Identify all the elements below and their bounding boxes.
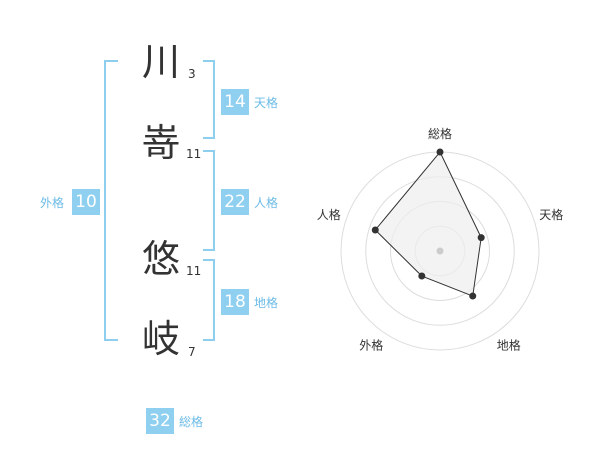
gaikaku-value: 10 [72, 189, 100, 215]
name-char-4: 岐 [142, 317, 181, 361]
radar-axis-label: 外格 [359, 338, 383, 353]
gaikaku-label: 外格 [40, 196, 65, 210]
radar-center [436, 247, 444, 255]
radar-point-4 [418, 272, 426, 280]
radar-point-3 [469, 292, 477, 300]
radar-point-1 [436, 148, 444, 156]
radar-axis-label: 人格 [317, 207, 341, 222]
radar-point-2 [477, 234, 485, 242]
stroke-count-3: 11 [186, 264, 202, 278]
soukaku-value: 32 [146, 408, 174, 434]
soukaku-label: 総格 [179, 415, 204, 429]
radar-polygon [374, 151, 482, 297]
stroke-count-4: 7 [188, 345, 196, 359]
radar-axis-label: 総格 [428, 126, 452, 141]
name-char-3: 悠 [142, 237, 181, 281]
stroke-count-2: 11 [186, 147, 202, 161]
jinkaku-value: 22 [221, 189, 249, 215]
radar-axis-label: 地格 [497, 338, 521, 353]
chikaku-label: 地格 [254, 296, 279, 310]
chikaku-bracket [203, 259, 215, 341]
gaikaku-bracket [104, 60, 118, 341]
jinkaku-bracket [203, 150, 215, 251]
stroke-count-1: 3 [188, 67, 196, 81]
chikaku-value: 18 [221, 289, 249, 315]
radar-axis-label: 天格 [539, 207, 563, 222]
jinkaku-label: 人格 [254, 196, 279, 210]
tenkaku-bracket [203, 60, 215, 139]
tenkaku-value: 14 [221, 89, 249, 115]
name-char-2: 嵜 [142, 121, 181, 165]
name-char-1: 川 [142, 40, 181, 84]
radar-point-5 [371, 226, 379, 234]
tenkaku-label: 天格 [254, 96, 279, 110]
